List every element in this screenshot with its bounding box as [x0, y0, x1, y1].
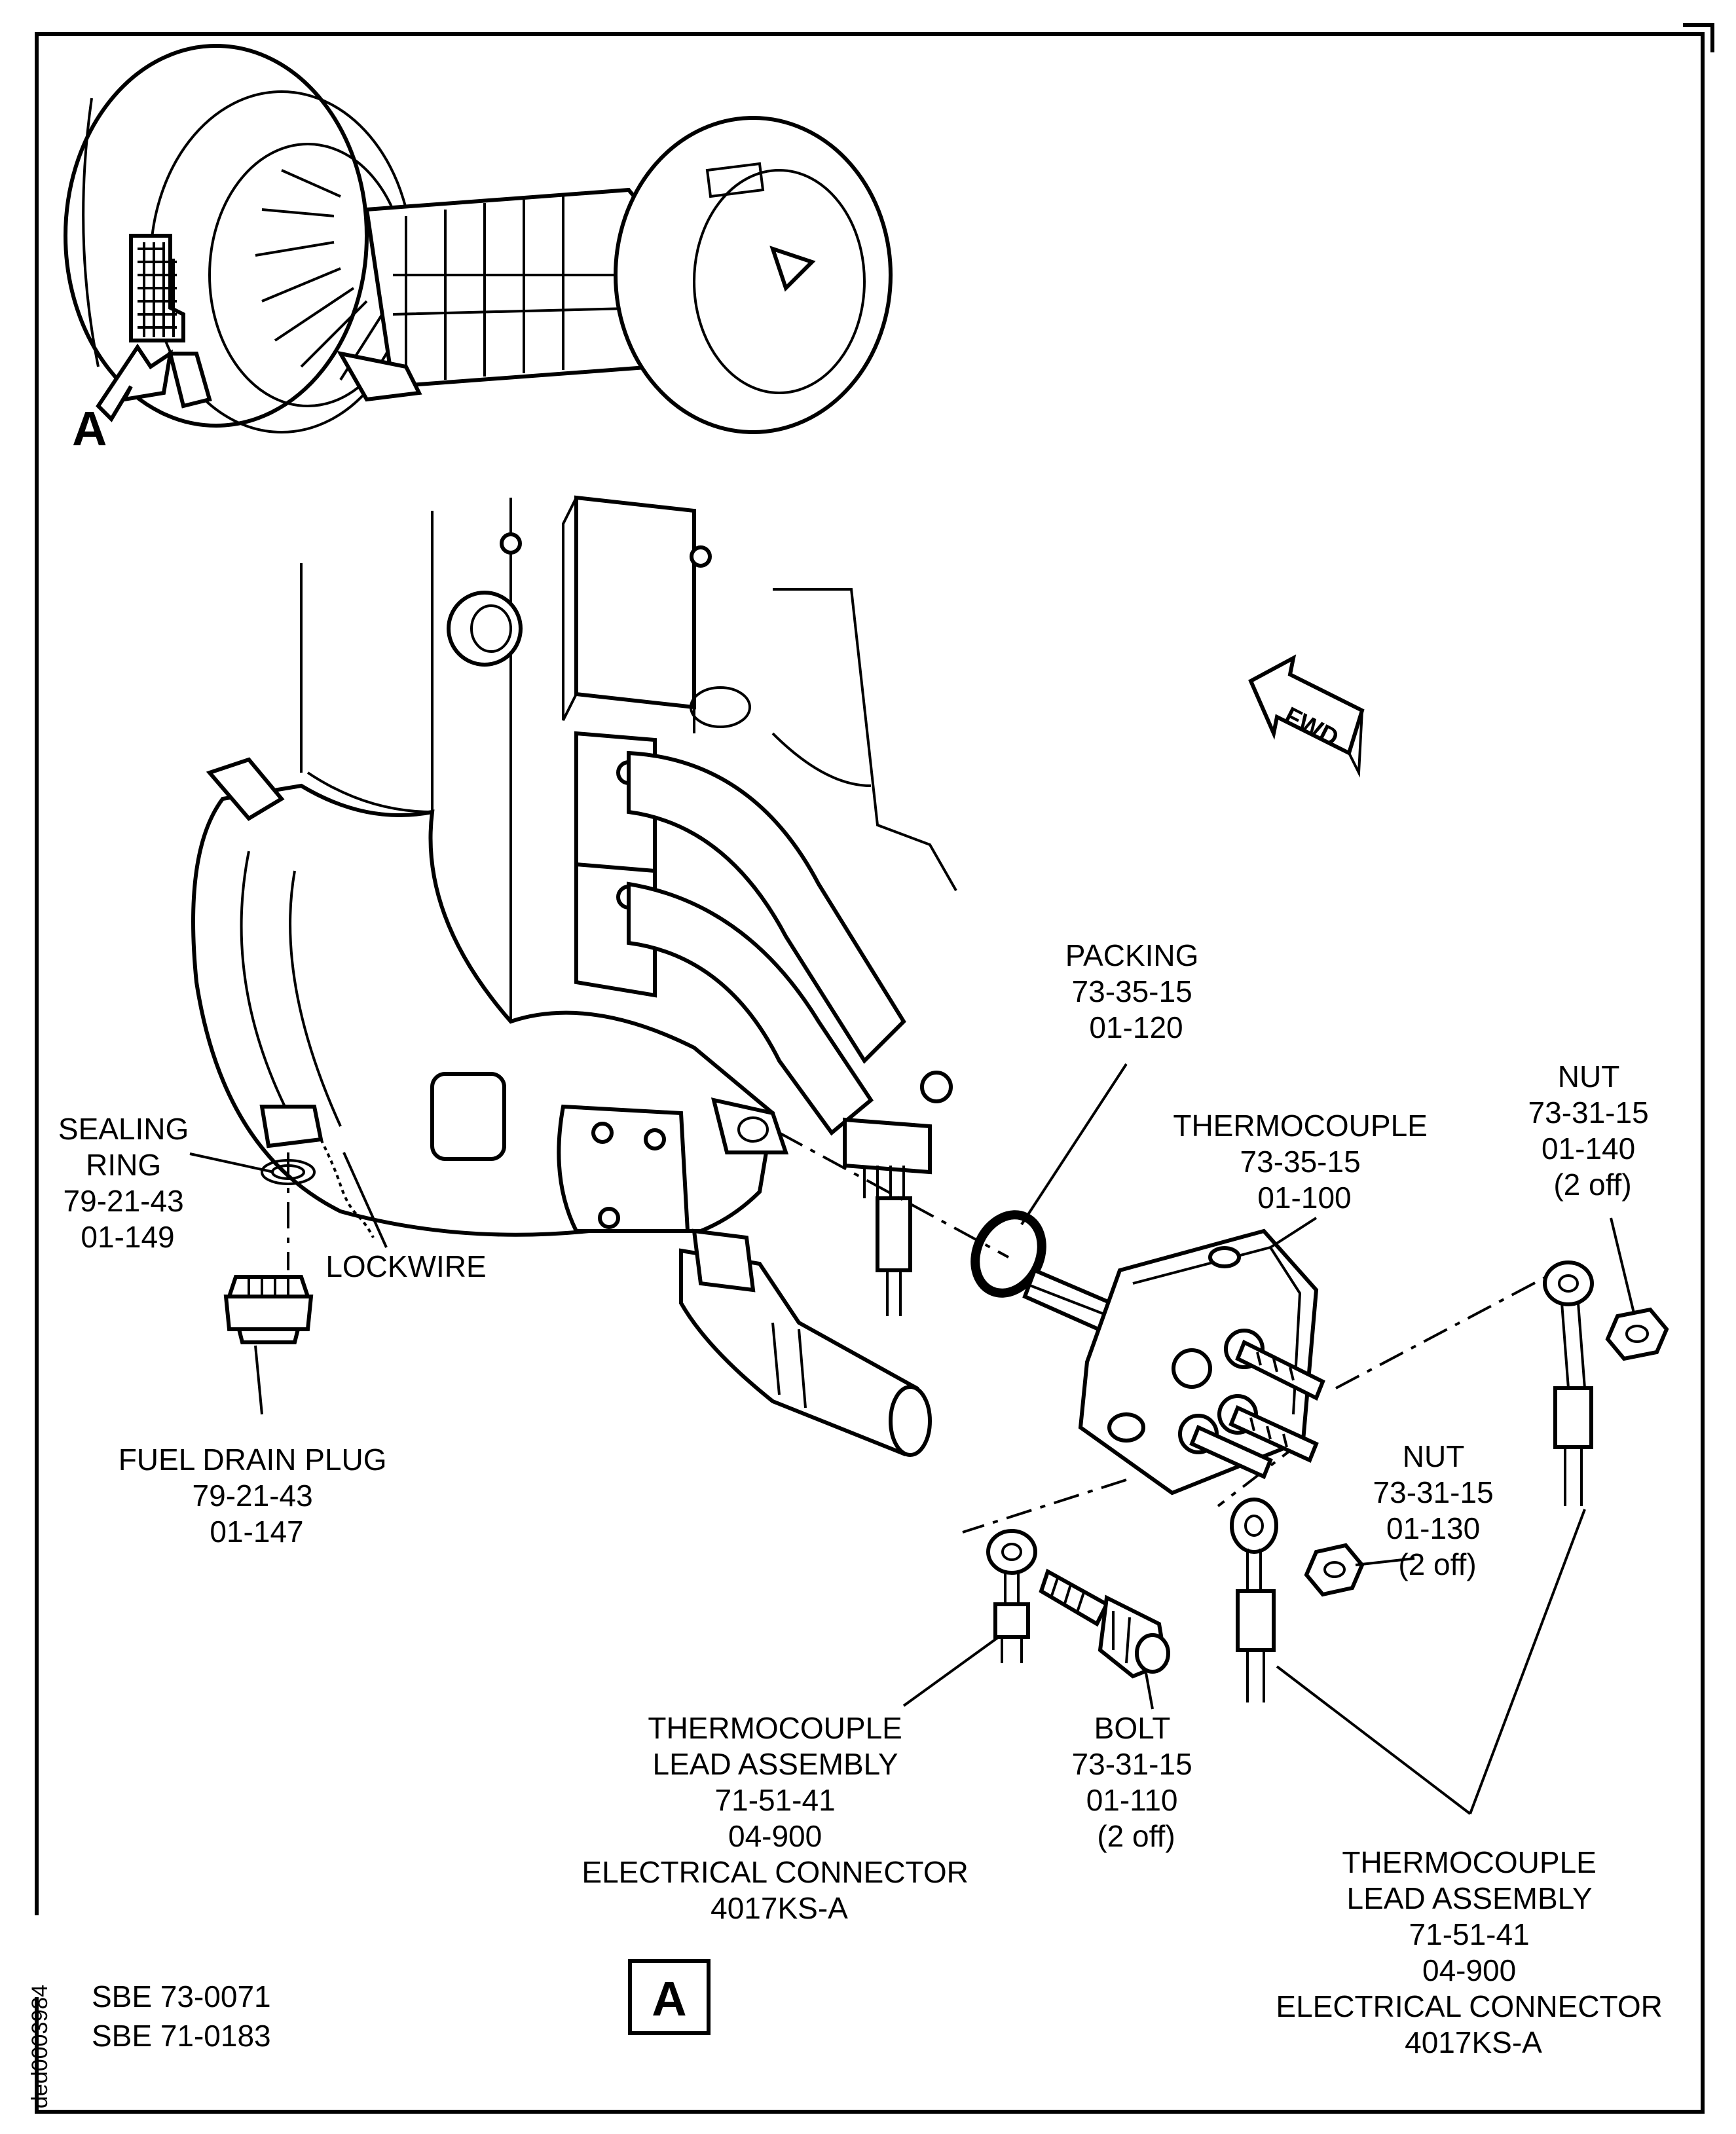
- fwd-arrow: FWD: [1248, 654, 1365, 778]
- leader-nut-140: [1610, 1217, 1635, 1314]
- label-nut-140: NUT 73-31-15 01-140 (2 off): [1528, 1059, 1657, 1202]
- label-lead-left: THERMOCOUPLE LEAD ASSEMBLY 71-51-41 04-9…: [582, 1711, 976, 1925]
- fuel-drain-plug: [223, 1275, 314, 1344]
- leader-sealing-ring: [189, 1152, 274, 1173]
- label-sealing-ring: SEALING RING 79-21-43 01-149: [58, 1112, 197, 1254]
- view-label-box: [628, 1959, 711, 2035]
- lead-lug-left: [986, 1529, 1037, 1663]
- label-thermocouple: THERMOCOUPLE 73-35-15 01-100: [1173, 1109, 1435, 1215]
- label-lead-right: THERMOCOUPLE LEAD ASSEMBLY 71-51-41 04-9…: [1276, 1845, 1671, 2059]
- thermocouple-part: [1022, 1228, 1325, 1496]
- view-arrow: [96, 343, 174, 422]
- leader-fuel-drain-plug: [254, 1345, 263, 1415]
- leader-lockwire: [342, 1152, 388, 1248]
- packing-axis-line: [779, 1131, 1009, 1259]
- label-lockwire: LOCKWIRE: [325, 1249, 486, 1283]
- label-nut-130: NUT 73-31-15 01-130 (2 off): [1373, 1439, 1502, 1581]
- engine-overview-illustration: [64, 44, 893, 434]
- leader-lead-right-b: [1469, 1509, 1586, 1814]
- label-bolt: BOLT 73-31-15 01-110 (2 off): [1072, 1711, 1201, 1853]
- lead-lug-middle: [1230, 1498, 1278, 1702]
- bolt-axis-line: [962, 1479, 1127, 1534]
- sb-reference-list: SBE 73-0071 SBE 71-0183: [92, 1979, 279, 2053]
- bolt-part: [1039, 1568, 1170, 1679]
- nut-01-130: [1304, 1543, 1365, 1597]
- lead-lug-right: [1543, 1260, 1594, 1506]
- figure-frame: [35, 32, 1705, 2114]
- nut-01-140: [1605, 1307, 1669, 1361]
- view-label: A: [652, 1972, 686, 2026]
- view-callout-top: A: [72, 401, 107, 456]
- flange-axis-line-upper: [1335, 1269, 1559, 1389]
- label-packing: PACKING 73-35-15 01-120: [1065, 938, 1207, 1044]
- leader-nut-130: [1355, 1557, 1415, 1566]
- figure-id: ded0003984: [28, 1985, 52, 2108]
- label-fuel-drain-plug: FUEL DRAIN PLUG 79-21-43 01-147: [119, 1443, 396, 1549]
- leader-bolt: [1145, 1672, 1154, 1710]
- housing-illustration: [191, 495, 957, 1457]
- leader-packing: [1020, 1063, 1128, 1226]
- leader-lead-right-a: [1276, 1665, 1471, 1815]
- leader-lead-left: [902, 1636, 1000, 1707]
- leader-thermocouple: [1269, 1217, 1318, 1249]
- frame-corner-mark: [1683, 23, 1714, 52]
- lockwire: [320, 1139, 375, 1238]
- inspection-grid: [138, 242, 177, 337]
